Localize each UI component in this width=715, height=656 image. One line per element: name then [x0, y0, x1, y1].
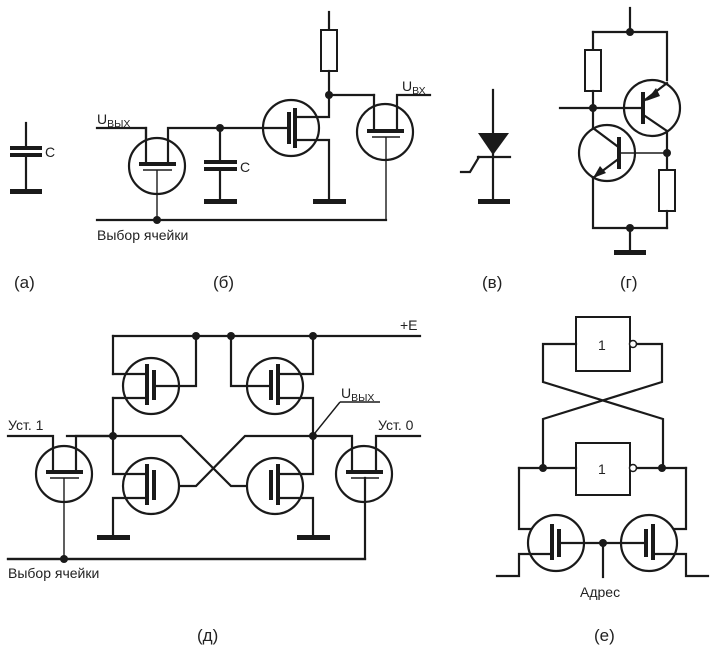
panel-d: +E: [6, 317, 422, 645]
access-transistor-left: [6, 434, 115, 559]
junction-dot: [539, 464, 547, 472]
input-voltage-label: UВХ: [402, 78, 426, 97]
ground-icon: [614, 250, 646, 255]
junction-dot: [658, 464, 666, 472]
output-voltage-label: UВЫХ: [341, 385, 374, 404]
address-label: Адрес: [580, 584, 620, 600]
panel-caption-g: (г): [620, 273, 638, 292]
access-transistor: [127, 126, 222, 220]
panel-caption-v: (в): [482, 273, 502, 292]
panel-caption-d: (д): [197, 626, 218, 645]
panel-e: 1 1 Адрес: [495, 316, 710, 645]
load-resistor: [320, 10, 338, 97]
feedback-wire: [541, 342, 665, 470]
panel-caption-b: (б): [213, 273, 234, 292]
resistor: [584, 49, 602, 92]
junction-dot: [589, 104, 597, 112]
panel-caption-e: (е): [594, 626, 615, 645]
panel-g: (г): [558, 6, 682, 292]
junction-dot: [153, 216, 161, 224]
feedback-wire: [541, 342, 664, 470]
select-label: Выбор ячейки: [8, 565, 99, 581]
set0-label: Уст. 0: [378, 417, 414, 433]
npn-transistor: [577, 123, 667, 183]
ground-icon: [97, 535, 130, 540]
driver-transistor-left: [97, 434, 181, 540]
ground-icon: [313, 199, 346, 204]
junction-dot: [626, 28, 634, 36]
capacitor-label: C: [45, 144, 55, 160]
pass-transistor-left: [495, 466, 605, 578]
inversion-bubble: [628, 339, 638, 349]
capacitor-symbol: [10, 121, 42, 194]
supply-label: +E: [400, 317, 418, 333]
panel-v: (в): [459, 88, 512, 292]
inverter-gate-bottom: [575, 442, 631, 496]
select-label: Выбор ячейки: [97, 227, 188, 243]
panel-caption-a: (а): [14, 273, 35, 292]
ground-icon: [10, 189, 42, 194]
resistor: [658, 169, 676, 212]
junction-dot: [60, 555, 68, 563]
inversion-bubble: [628, 463, 638, 473]
pnp-transistor: [622, 78, 682, 138]
pass-transistor-right: [601, 466, 710, 578]
driver-transistor-right: [245, 434, 330, 540]
panel-a: C (а): [10, 121, 55, 292]
read-transistor: [218, 93, 346, 204]
thyristor-symbol: [459, 88, 512, 204]
storage-capacitor: [204, 126, 237, 204]
ground-icon: [478, 199, 510, 204]
gate-label-bottom: 1: [598, 461, 606, 477]
load-transistor-right: [229, 334, 315, 438]
gate-label-top: 1: [598, 337, 606, 353]
load-transistor-left: [111, 334, 198, 416]
ground-icon: [297, 535, 330, 540]
capacitor-label: C: [240, 159, 250, 175]
panel-b: UВЫХ C: [95, 10, 432, 292]
set1-label: Уст. 1: [8, 417, 44, 433]
ground-icon: [204, 199, 237, 204]
